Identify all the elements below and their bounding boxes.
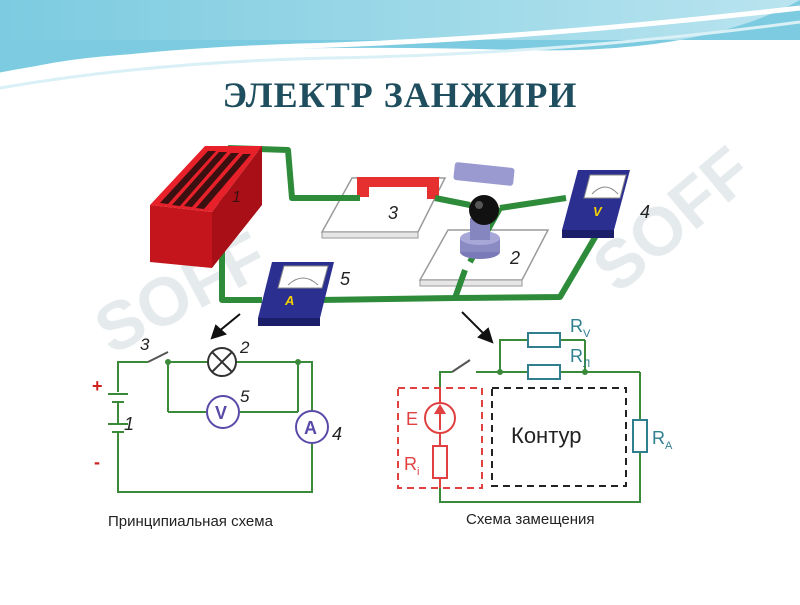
- equivalent-schematic: RV RЛ RA Контур: [397, 316, 673, 528]
- principal-schematic-caption: Принципиальная схема: [108, 513, 274, 530]
- schematic-lamp-label: 2: [239, 338, 250, 357]
- resistor-rl: [527, 364, 561, 380]
- emf-label: E: [406, 409, 418, 429]
- principal-schematic: + - 1 3 2 V 5 A 4 Принципиальн: [92, 335, 342, 530]
- pictorial-voltmeter-label: 4: [640, 202, 650, 222]
- voltmeter-symbol: V: [206, 395, 240, 429]
- ammeter-symbol: A: [295, 410, 329, 444]
- header-banner: [0, 0, 800, 90]
- resistor-ra: [632, 419, 648, 453]
- rv-label: RV: [570, 316, 591, 340]
- battery: 1: [150, 146, 262, 268]
- schematic-ammeter-label: 4: [332, 424, 342, 444]
- pictorial-ammeter-label: 5: [340, 269, 351, 289]
- schematic-voltmeter-letter: V: [215, 403, 227, 423]
- lamp-holder: [453, 162, 515, 259]
- ra-label: RA: [652, 428, 673, 452]
- pictorial-circuit: 1 V 4: [150, 145, 650, 326]
- contour-box: [491, 387, 627, 487]
- lamp-symbol: [207, 347, 237, 377]
- switch-panel: [320, 177, 447, 239]
- pointer-arrows: [210, 311, 494, 344]
- battery-minus: -: [94, 452, 100, 472]
- slide-title: ЭЛЕКТР ЗАНЖИРИ: [222, 75, 578, 115]
- pictorial-lamp-label: 2: [509, 248, 520, 268]
- ammeter-letter: A: [284, 293, 294, 308]
- ri-label: Ri: [404, 454, 419, 478]
- schematic-ammeter-letter: A: [304, 418, 317, 438]
- source-box: [397, 387, 483, 489]
- voltmeter: V 4: [562, 170, 650, 238]
- battery-plus: +: [92, 376, 103, 396]
- rl-label: RЛ: [570, 346, 590, 370]
- pictorial-switch-label: 3: [388, 203, 398, 223]
- schematic-switch-label: 3: [140, 335, 150, 354]
- voltmeter-letter: V: [593, 204, 603, 219]
- contour-label: Контур: [511, 423, 582, 448]
- pictorial-battery-label: 1: [232, 189, 241, 206]
- equivalent-schematic-caption: Схема замещения: [466, 511, 595, 528]
- schematic-battery-label: 1: [124, 414, 134, 434]
- ammeter: A 5: [258, 262, 351, 326]
- schematic-voltmeter-label: 5: [240, 387, 250, 406]
- resistor-rv: [527, 332, 561, 348]
